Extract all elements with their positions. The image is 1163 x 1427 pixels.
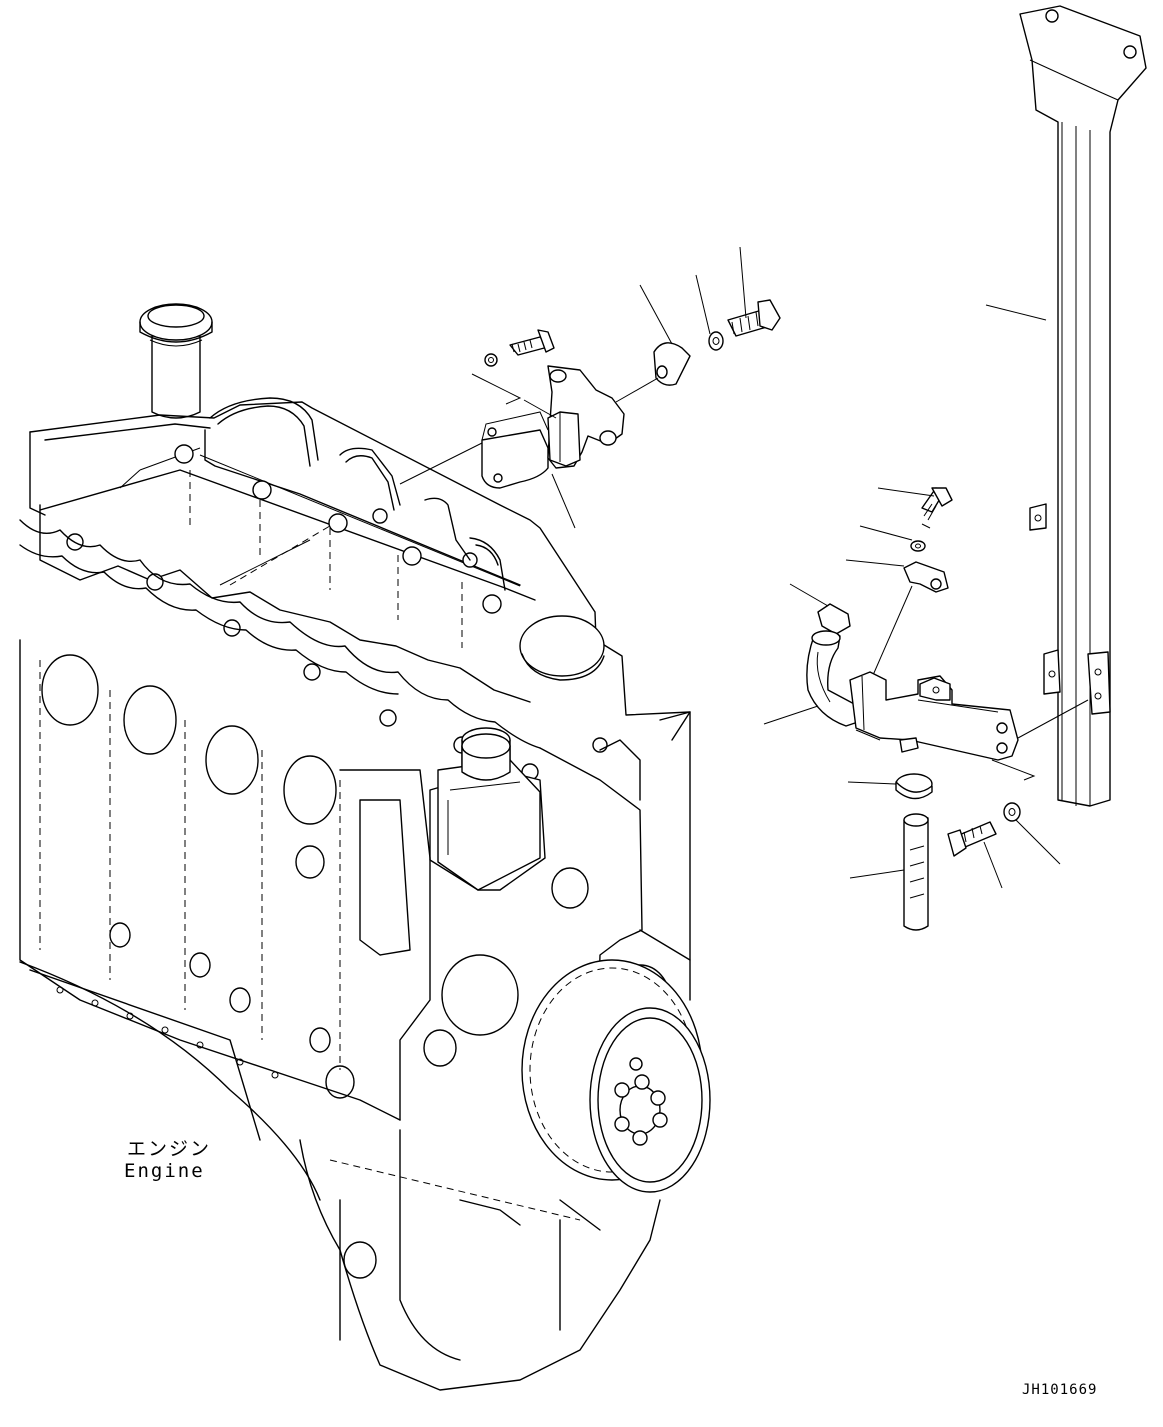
drawing-number: JH101669 bbox=[1022, 1382, 1098, 1398]
pipe-bracket-group bbox=[763, 487, 1089, 931]
oil-filler-cap bbox=[139, 303, 213, 419]
engine-label-english: Engine bbox=[124, 1160, 205, 1182]
radiator-stay bbox=[985, 5, 1147, 807]
head-bolt-row bbox=[66, 444, 608, 781]
clamp-group bbox=[615, 246, 781, 403]
bracket-group-upper bbox=[219, 329, 625, 586]
engine-label-japanese: エンジン bbox=[127, 1138, 212, 1160]
valve-cover bbox=[29, 401, 691, 741]
crank-pulley bbox=[521, 959, 711, 1193]
water-outlet bbox=[437, 733, 541, 891]
injection-pipes bbox=[209, 397, 506, 591]
bolt-small-upper bbox=[509, 329, 555, 356]
engine-assembly bbox=[19, 303, 711, 1391]
